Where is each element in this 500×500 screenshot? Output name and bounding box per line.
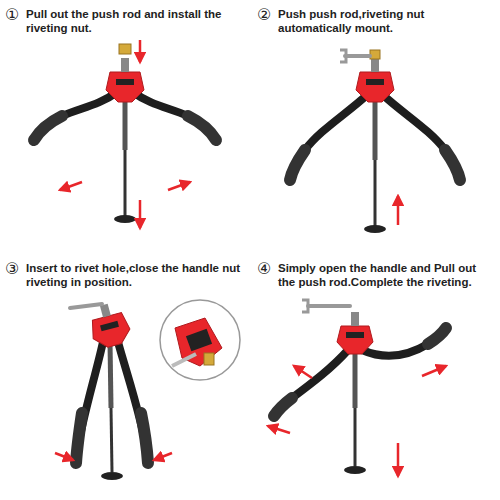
step3-tool xyxy=(101,472,123,480)
step3-tool xyxy=(55,453,73,460)
step-instruction: Push push rod,riveting nut automatically… xyxy=(278,7,494,35)
step1-tool xyxy=(34,92,117,140)
step1-tool xyxy=(139,40,142,62)
step1-tool xyxy=(133,92,216,140)
step3-tool xyxy=(100,321,119,331)
step-instruction: Insert to rivet hole,close the handle nu… xyxy=(26,261,248,289)
step2-tool xyxy=(290,95,367,180)
step4-tool xyxy=(294,366,312,378)
step-number: ④ xyxy=(257,260,277,278)
step4-tool xyxy=(274,350,348,416)
step4-tool xyxy=(302,300,308,312)
step-number: ① xyxy=(5,6,25,24)
step2-tool xyxy=(345,54,370,58)
step4-tool xyxy=(308,304,350,308)
step3-tool xyxy=(204,353,214,365)
step2-tool xyxy=(374,160,377,226)
step-number: ③ xyxy=(5,260,25,278)
step3-tool xyxy=(111,408,112,472)
step4-tool xyxy=(346,332,364,338)
step1-tool xyxy=(168,182,190,190)
step4-tool xyxy=(397,443,400,476)
step3-tool xyxy=(70,304,102,308)
step4-tool xyxy=(274,398,292,416)
step4-tool xyxy=(428,328,446,344)
step3-tool xyxy=(172,354,196,366)
step1-tool xyxy=(34,116,62,140)
step-instruction: Pull out the push rod and install the ri… xyxy=(26,7,244,35)
step3-tool xyxy=(160,300,240,380)
step-number: ② xyxy=(257,6,277,24)
step2-tool xyxy=(366,79,384,85)
step2-tool xyxy=(356,72,394,102)
step1-tool xyxy=(106,72,144,102)
step3-tool xyxy=(76,413,82,463)
step4-tool xyxy=(337,326,373,354)
step1-tool xyxy=(188,116,216,140)
step2-tool xyxy=(445,150,460,180)
step3-tool xyxy=(110,342,111,408)
step1-tool xyxy=(123,98,128,150)
step3-tool xyxy=(186,329,212,352)
step1-tool xyxy=(139,200,142,228)
step2-tool xyxy=(340,50,346,62)
step2-tool xyxy=(290,50,460,233)
step4-tool xyxy=(351,312,359,326)
step1-tool xyxy=(60,182,82,190)
step4-tool xyxy=(268,426,290,433)
step1-tool xyxy=(114,215,136,223)
step2-tool xyxy=(364,225,386,233)
step4-tool xyxy=(344,466,366,474)
step-instruction: Simply open the handle and Pull out the … xyxy=(278,261,494,289)
step2-tool xyxy=(397,196,400,225)
step1-tool xyxy=(124,150,127,216)
step3-tool xyxy=(55,300,240,480)
step4-tool xyxy=(268,300,446,476)
step3-tool xyxy=(154,453,172,460)
step2-tool xyxy=(371,58,379,72)
step3-tool xyxy=(141,413,148,463)
step4-tool xyxy=(353,352,358,408)
step1-tool xyxy=(116,79,134,85)
step2-tool xyxy=(383,95,460,180)
step2-tool xyxy=(290,150,305,180)
step1-tool xyxy=(119,44,131,54)
step1-tool xyxy=(34,40,216,228)
step2-tool xyxy=(373,98,378,160)
step4-tool xyxy=(422,366,446,376)
step3-tool xyxy=(89,311,133,350)
step3-tool xyxy=(85,300,133,350)
step4-tool xyxy=(362,328,446,356)
step4-tool xyxy=(354,408,357,466)
step1-tool xyxy=(121,58,129,72)
step2-tool xyxy=(370,50,380,59)
